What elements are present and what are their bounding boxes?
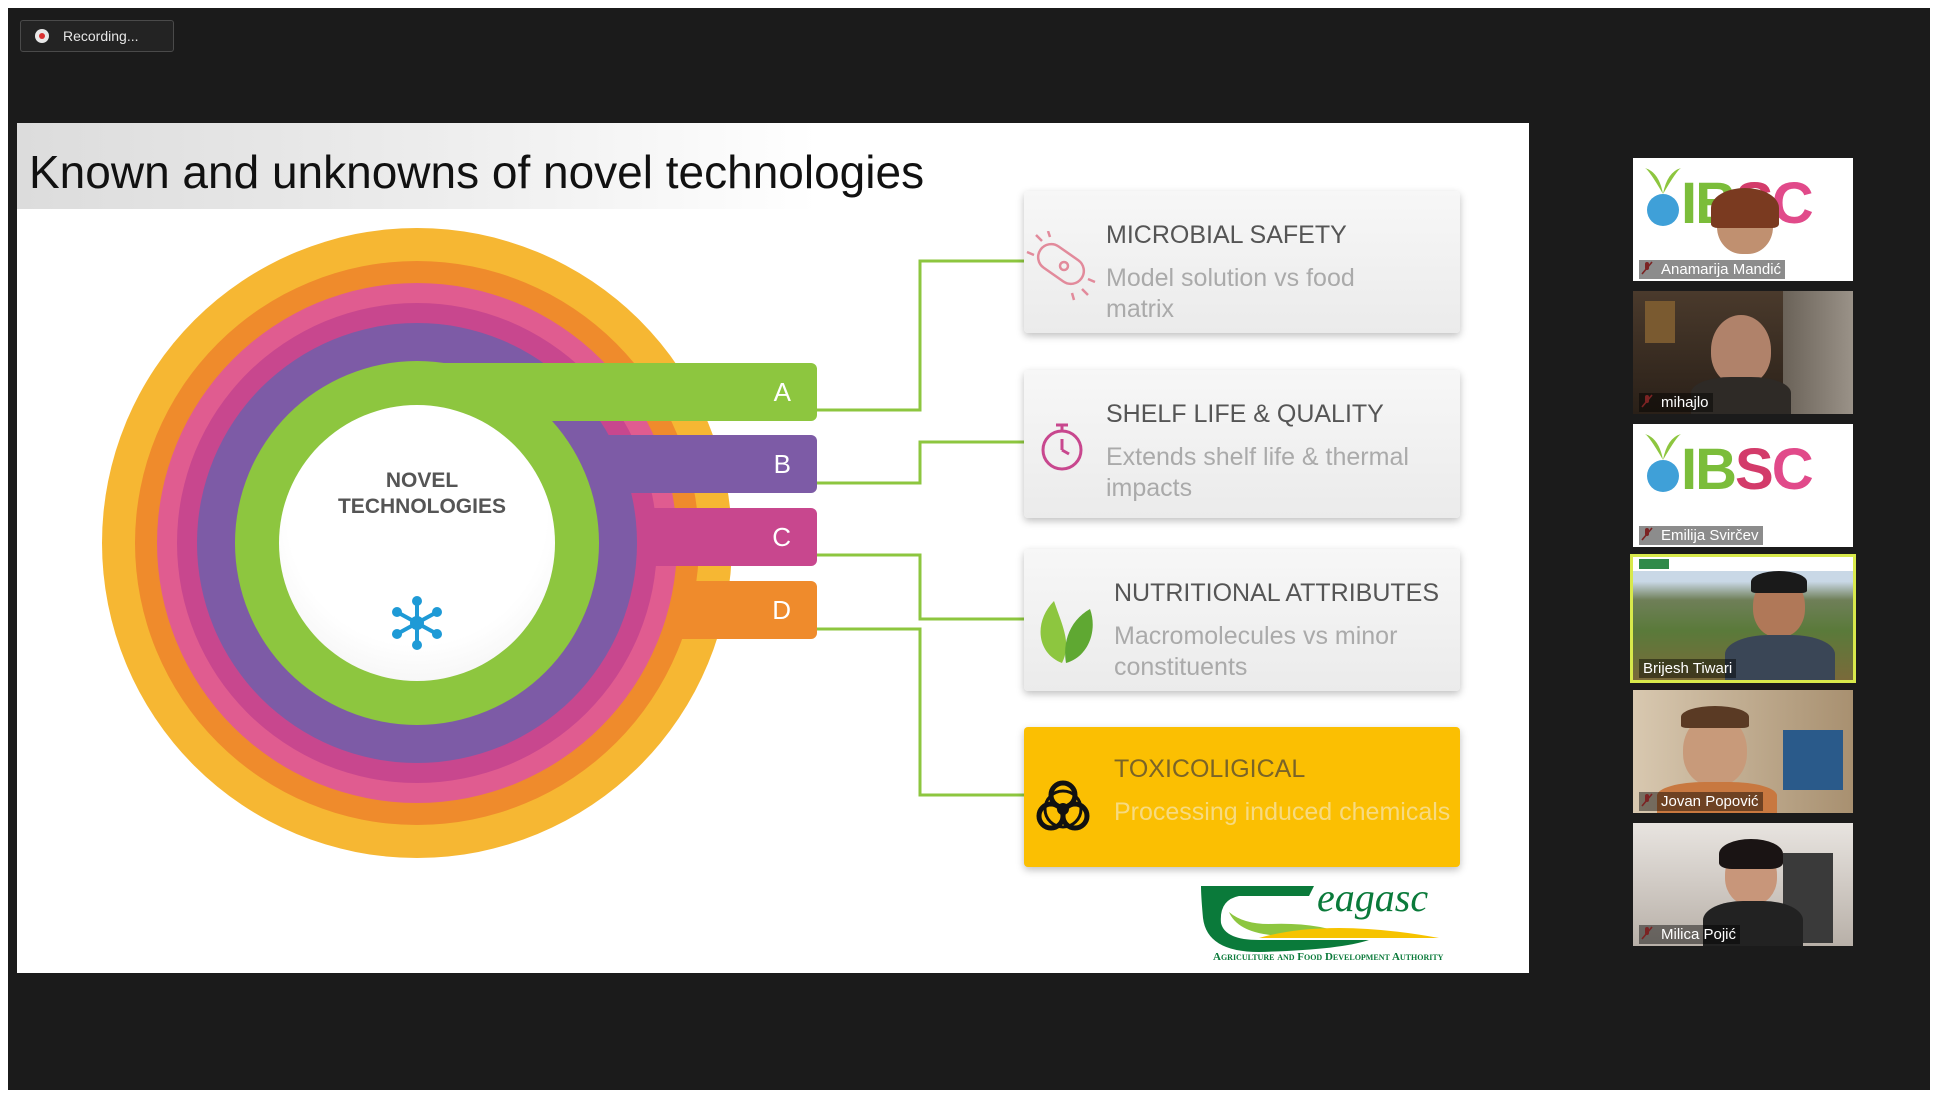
muted-mic-icon bbox=[1641, 527, 1653, 541]
ibsc-globe-icon bbox=[1645, 168, 1681, 226]
participant-name: Brijesh Tiwari bbox=[1639, 659, 1737, 678]
participant-tile[interactable]: IBSC Anamarija Mandić bbox=[1633, 158, 1853, 281]
card-toxicological: TOXICOLIGICAL Processing induced chemica… bbox=[1024, 727, 1460, 867]
card-heading: TOXICOLIGICAL bbox=[1114, 755, 1306, 783]
ibsc-globe-icon bbox=[1645, 434, 1681, 492]
logo-name: eagasc bbox=[1317, 875, 1429, 920]
recording-label: Recording... bbox=[63, 28, 139, 44]
card-subtext: Processing induced chemicals bbox=[1114, 798, 1451, 826]
muted-mic-icon bbox=[1641, 261, 1653, 275]
participant-name: Anamarija Mandić bbox=[1639, 260, 1786, 279]
slide-title: Known and unknowns of novel technologies bbox=[29, 146, 925, 198]
stopwatch-icon bbox=[1041, 423, 1083, 471]
logo-tagline: Agriculture and Food Development Authori… bbox=[1213, 951, 1444, 963]
participant-tile-active-speaker[interactable]: Brijesh Tiwari bbox=[1630, 554, 1856, 683]
card-nutritional: NUTRITIONAL ATTRIBUTES Macromolecules vs… bbox=[1024, 549, 1460, 691]
connector-d bbox=[817, 627, 1024, 797]
connector-c bbox=[817, 553, 1024, 621]
participant-name: Milica Pojić bbox=[1639, 925, 1741, 944]
participant-tile[interactable]: Jovan Popović bbox=[1633, 690, 1853, 813]
teagasc-logo: eagasc Agriculture and Food Development … bbox=[1199, 875, 1475, 968]
title-band bbox=[17, 123, 817, 209]
participant-name: mihajlo bbox=[1639, 393, 1713, 412]
card-heading: SHELF LIFE & QUALITY bbox=[1106, 400, 1384, 428]
card-subtext: Macromolecules vs minor constituents bbox=[1114, 622, 1398, 681]
tab-a: A bbox=[407, 363, 817, 421]
card-heading: NUTRITIONAL ATTRIBUTES bbox=[1114, 579, 1440, 607]
card-heading: MICROBIAL SAFETY bbox=[1106, 221, 1347, 249]
card-subtext: Extends shelf life & thermal impacts bbox=[1106, 443, 1409, 502]
record-icon bbox=[35, 29, 49, 43]
meeting-window: Recording... Known and unknowns of novel… bbox=[8, 8, 1930, 1090]
bacteria-icon bbox=[1026, 231, 1096, 301]
recording-indicator[interactable]: Recording... bbox=[20, 20, 174, 52]
connector-a bbox=[817, 259, 1024, 412]
molecule-icon bbox=[392, 596, 442, 650]
center-label: NOVEL TECHNOLOGIES bbox=[337, 469, 506, 518]
connector-lines bbox=[817, 259, 1024, 797]
connector-b bbox=[817, 440, 1024, 485]
participant-name: Emilija Svirčev bbox=[1639, 526, 1763, 545]
muted-mic-icon bbox=[1641, 793, 1653, 807]
leaf-icon bbox=[1040, 601, 1093, 663]
card-subtext: Model solution vs food matrix bbox=[1106, 264, 1355, 323]
participant-name: Jovan Popović bbox=[1639, 792, 1763, 811]
biohazard-icon bbox=[1036, 780, 1090, 831]
muted-mic-icon bbox=[1641, 394, 1653, 408]
participant-video bbox=[1711, 315, 1771, 385]
participant-tile[interactable]: IBSC Emilija Svirčev bbox=[1633, 424, 1853, 547]
card-shelf-life: SHELF LIFE & QUALITY Extends shelf life … bbox=[1024, 370, 1460, 518]
teagasc-logo-mark bbox=[1201, 886, 1439, 952]
card-microbial-safety: MICROBIAL SAFETY Model solution vs food … bbox=[1024, 191, 1460, 333]
participant-tile[interactable]: Milica Pojić bbox=[1633, 823, 1853, 946]
shared-slide: Known and unknowns of novel technologies… bbox=[17, 123, 1529, 973]
muted-mic-icon bbox=[1641, 926, 1653, 940]
participant-tile[interactable]: mihajlo bbox=[1633, 291, 1853, 414]
